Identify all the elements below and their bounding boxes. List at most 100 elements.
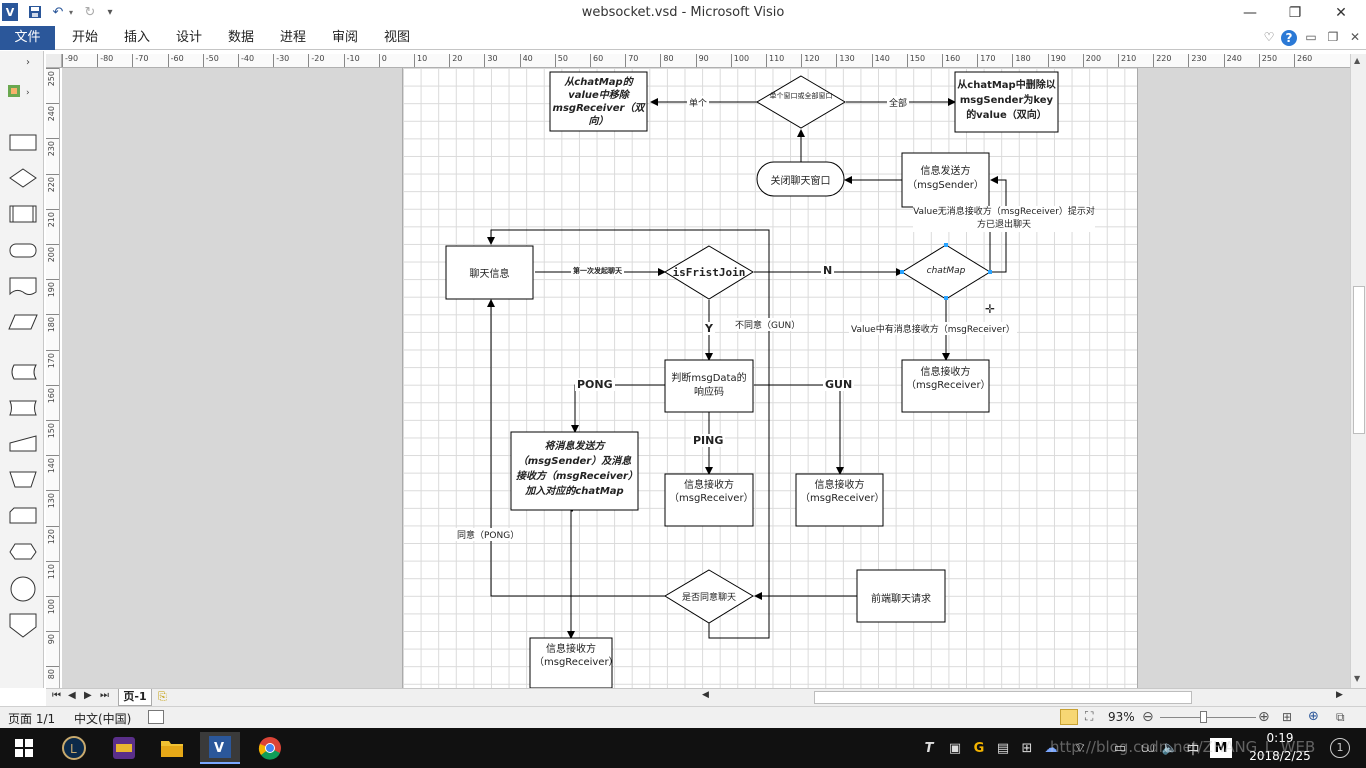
tab-review[interactable]: 审阅: [331, 30, 358, 45]
tray-battery-icon[interactable]: ▭: [1113, 740, 1127, 756]
shape-subprocess[interactable]: [8, 203, 38, 225]
tray-wifi-icon[interactable]: ⌔: [1073, 741, 1087, 756]
page-tab-bar: ⏮ ◀ ▶ ⏭ 页-1 ⎘ ◀ ▶: [46, 688, 1366, 706]
league-client-icon[interactable]: L: [54, 732, 94, 764]
save-icon[interactable]: [26, 3, 44, 21]
file-explorer-icon[interactable]: [152, 732, 192, 764]
tray-network-icon[interactable]: ⊞: [1021, 740, 1033, 756]
shape-decision-diamond[interactable]: [8, 167, 38, 189]
ruler-tick-label: -20: [311, 54, 325, 63]
tab-view[interactable]: 视图: [383, 30, 410, 45]
more-shapes-icon[interactable]: ›: [6, 83, 34, 102]
tab-home[interactable]: 开始: [71, 30, 98, 45]
tab-process[interactable]: 进程: [279, 30, 306, 45]
minimize-button[interactable]: —: [1243, 5, 1257, 21]
shape-manual-input[interactable]: [8, 433, 38, 455]
doc-minimize-icon[interactable]: ▭: [1305, 30, 1317, 44]
zoom-slider-thumb[interactable]: [1200, 711, 1207, 723]
tray-wifi-signal-icon[interactable]: ⩊: [1141, 740, 1155, 756]
ruler-tick-label: 110: [47, 563, 56, 580]
tray-time[interactable]: 0:19: [1266, 731, 1294, 745]
tray-date[interactable]: 2018/2/25: [1249, 749, 1311, 763]
doc-close-icon[interactable]: ✕: [1349, 30, 1361, 44]
help-icon[interactable]: ?: [1281, 30, 1297, 46]
tray-display-icon[interactable]: ▣: [948, 740, 962, 756]
shape-data-parallelogram[interactable]: [8, 311, 38, 333]
tab-design[interactable]: 设计: [175, 30, 202, 45]
svg-text:V: V: [214, 741, 224, 756]
switch-windows-icon[interactable]: ⧉: [1336, 710, 1345, 724]
shape-connector-circle[interactable]: [8, 575, 38, 603]
scroll-down-icon[interactable]: ▼: [1354, 674, 1361, 683]
visio-taskbar-icon[interactable]: V: [200, 732, 240, 764]
ruler-tick-label: 230: [47, 141, 56, 157]
page-tab[interactable]: 页-1: [118, 689, 152, 706]
drawing-page[interactable]: 从chatMap的value中移除msgReceiver（双向） 单个窗口或全部…: [402, 68, 1138, 688]
shape-stored-data[interactable]: [8, 361, 38, 383]
prev-page-icon[interactable]: ◀: [68, 690, 76, 701]
shape-off-page-reference[interactable]: [8, 611, 38, 639]
status-page[interactable]: 页面 1/1: [8, 712, 56, 726]
zoom-out-icon[interactable]: ⊖: [1142, 709, 1154, 725]
undo-icon[interactable]: ↶: [52, 4, 64, 20]
notification-icon[interactable]: 1: [1330, 738, 1350, 758]
full-screen-toggle-icon[interactable]: [1060, 709, 1078, 725]
scroll-right-icon[interactable]: ▶: [1336, 690, 1343, 700]
shape-terminator[interactable]: [8, 239, 38, 261]
vertical-scroll-thumb[interactable]: [1353, 286, 1365, 434]
ruler-tick-label: 140: [47, 458, 56, 474]
shape-preparation-hexagon[interactable]: [8, 541, 38, 563]
zoom-in-icon[interactable]: ⊕: [1258, 709, 1270, 725]
game-app-icon[interactable]: [104, 732, 144, 764]
shape-manual-operation[interactable]: [8, 469, 38, 491]
last-page-icon[interactable]: ⏭: [100, 690, 109, 701]
tray-cloud-icon[interactable]: ☁: [1044, 740, 1058, 756]
first-page-icon[interactable]: ⏮: [52, 690, 61, 701]
tray-ime[interactable]: 中: [1186, 742, 1200, 758]
scroll-up-icon[interactable]: ▲: [1354, 56, 1361, 65]
ribbon-collapse-icon[interactable]: ♡: [1263, 30, 1275, 44]
shape-document[interactable]: [8, 275, 38, 297]
tab-insert[interactable]: 插入: [123, 30, 150, 45]
shape-off-page-card[interactable]: [8, 505, 38, 527]
tab-data[interactable]: 数据: [227, 30, 254, 45]
fit-page-icon[interactable]: ⊞: [1282, 710, 1293, 724]
tray-g-icon[interactable]: G: [973, 740, 985, 756]
horizontal-scroll-thumb[interactable]: [814, 691, 1192, 704]
macro-icon[interactable]: [148, 710, 164, 724]
chrome-icon[interactable]: [250, 732, 290, 764]
redo-icon[interactable]: ↻: [84, 4, 96, 20]
ruler-tick-label: 120: [47, 528, 56, 544]
windows-start-icon[interactable]: [4, 732, 44, 764]
restore-button[interactable]: ❐: [1288, 5, 1302, 21]
zoom-slider-track[interactable]: [1160, 717, 1256, 718]
close-button[interactable]: ✕: [1335, 5, 1347, 21]
vertical-scrollbar[interactable]: ▲ ▼: [1350, 54, 1366, 688]
tab-file[interactable]: 文件: [0, 26, 55, 50]
ruler-tick-label: 230: [1191, 54, 1207, 63]
ruler-tick: [46, 490, 59, 492]
drawing-canvas[interactable]: 从chatMap的value中移除msgReceiver（双向） 单个窗口或全部…: [62, 68, 1350, 688]
status-language[interactable]: 中文(中国): [74, 712, 132, 726]
expand-shapes-icon[interactable]: ›: [26, 57, 30, 68]
shape-card[interactable]: [8, 397, 38, 419]
undo-dropdown-icon[interactable]: ▾: [68, 7, 73, 17]
insert-page-icon[interactable]: ⎘: [158, 690, 167, 703]
zoom-level[interactable]: 93%: [1108, 710, 1135, 724]
tray-volume-icon[interactable]: 🔈: [1161, 740, 1179, 756]
next-page-icon[interactable]: ▶: [84, 690, 92, 701]
doc-restore-icon[interactable]: ❐: [1327, 30, 1339, 44]
label-n: N: [821, 264, 835, 277]
presentation-icon[interactable]: ⛶: [1085, 709, 1094, 723]
customize-qat-icon[interactable]: ▾: [107, 6, 113, 18]
flowchart: [445, 71, 1059, 688]
ruler-tick: [46, 173, 59, 175]
tray-app-icon[interactable]: T: [924, 740, 934, 756]
shape-process-rectangle[interactable]: [8, 131, 38, 153]
pan-zoom-icon[interactable]: ⊕: [1308, 709, 1319, 724]
ruler-tick-label: 180: [47, 317, 56, 333]
tray-monitor-icon[interactable]: ▤: [996, 740, 1010, 756]
scroll-left-icon[interactable]: ◀: [702, 690, 709, 700]
tray-m-icon[interactable]: M: [1210, 738, 1232, 758]
visio-app-icon[interactable]: V: [2, 3, 18, 21]
